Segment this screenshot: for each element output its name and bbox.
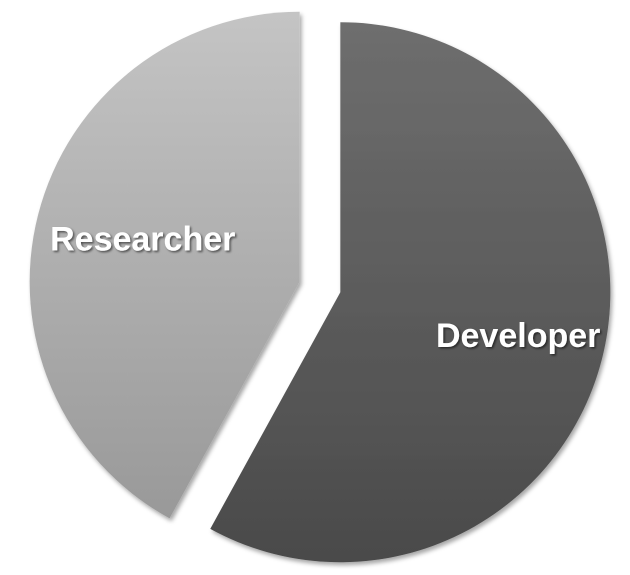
pie-label-developer: Developer: [436, 317, 600, 355]
pie-slices: [29, 11, 611, 563]
pie-slice-researcher: [29, 11, 300, 519]
pie-label-researcher: Researcher: [50, 220, 235, 258]
pie-labels: Developer Researcher: [50, 220, 600, 354]
pie-slice-developer: [210, 22, 611, 563]
